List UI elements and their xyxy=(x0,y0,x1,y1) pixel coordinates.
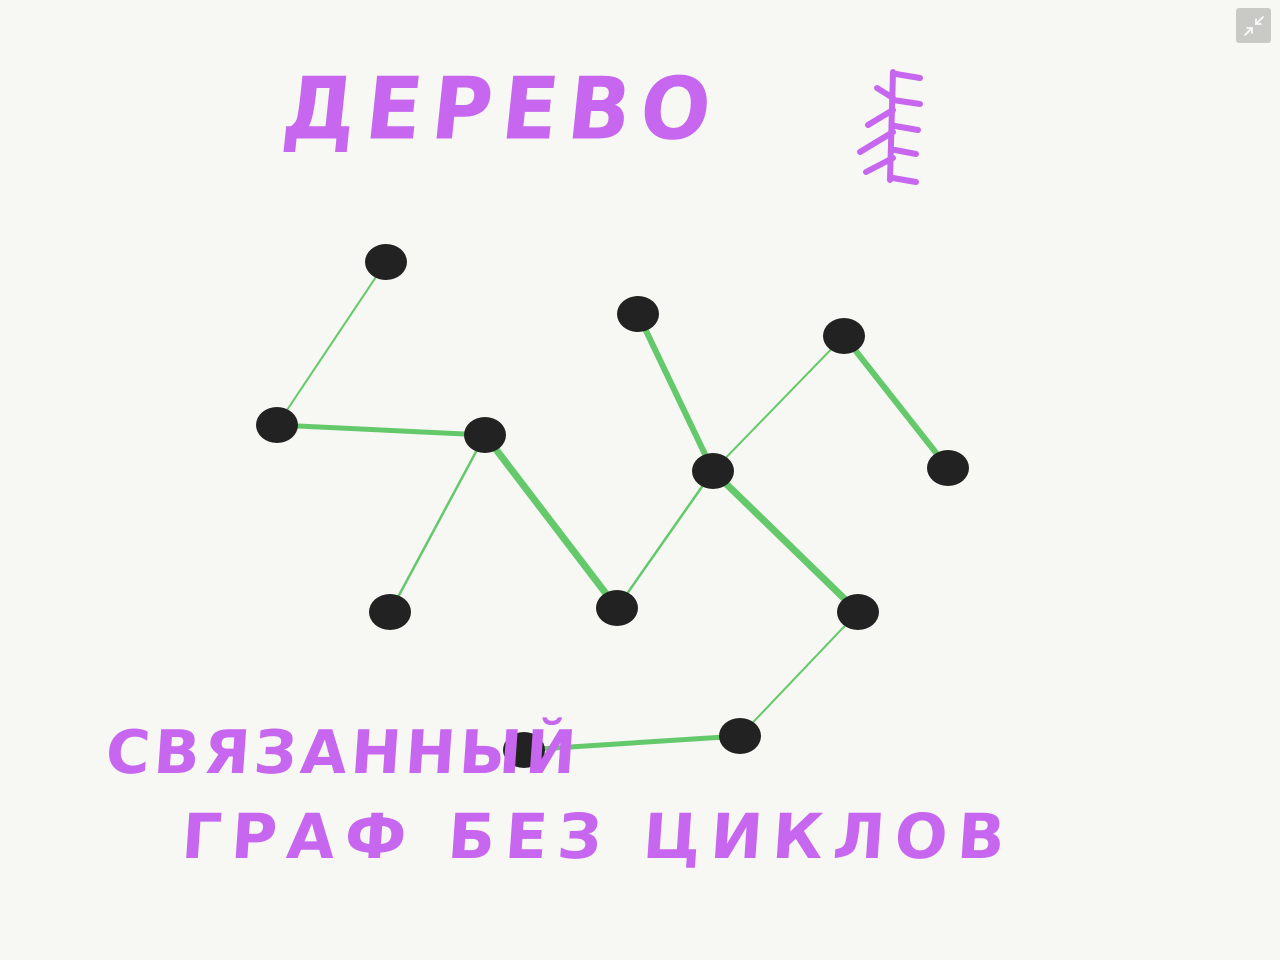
graph-edge-k-l xyxy=(521,733,743,753)
graph-node-d xyxy=(369,594,411,630)
graph-node-f xyxy=(617,296,659,332)
graph-node-a xyxy=(365,244,407,280)
graph-node-c xyxy=(464,417,506,453)
graph-node-e xyxy=(596,590,638,626)
graph-edge-h-i xyxy=(841,333,951,471)
collapse-arrows-icon xyxy=(1243,15,1264,36)
graph-edge-a-b xyxy=(276,261,387,426)
graph-node-b xyxy=(256,407,298,443)
collapse-button[interactable] xyxy=(1236,8,1271,43)
caption-line-1: СВЯЗАННЫЙ xyxy=(103,718,583,788)
graph-edge-f-g xyxy=(635,311,716,474)
graph-edge-e-g xyxy=(615,469,715,610)
graph-edges xyxy=(274,261,951,753)
graph-edge-j-k xyxy=(739,611,859,737)
graph-edge-g-j xyxy=(709,467,862,616)
graph-edge-c-e xyxy=(481,431,621,612)
graph-node-i xyxy=(927,450,969,486)
graph-edge-c-d xyxy=(388,433,487,614)
graph-node-j xyxy=(837,594,879,630)
graph-node-l xyxy=(503,732,545,768)
graph-nodes xyxy=(256,244,969,768)
graph-node-k xyxy=(719,718,761,754)
page-title: ДЕРЕВО xyxy=(277,59,726,160)
caption-line-2: ГРАФ БЕЗ ЦИКЛОВ xyxy=(179,800,1018,873)
graph-edge-g-h xyxy=(712,335,845,472)
graph-node-h xyxy=(823,318,865,354)
graph-node-g xyxy=(692,453,734,489)
fir-tree-icon xyxy=(857,69,923,185)
graph-edge-b-c xyxy=(274,422,488,438)
